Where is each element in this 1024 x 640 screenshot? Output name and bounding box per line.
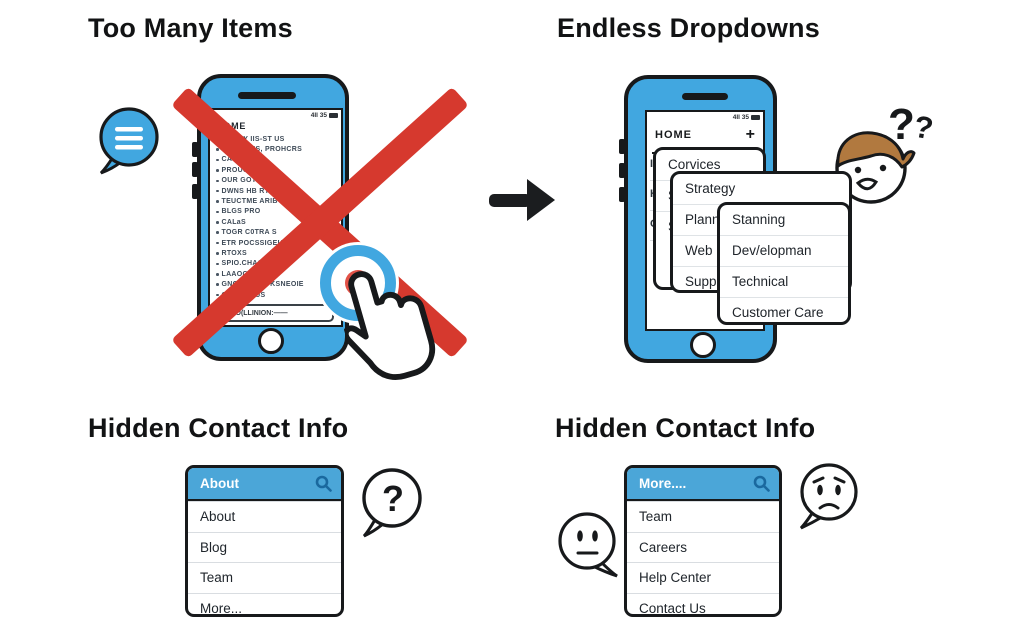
menu-header: HOME	[655, 129, 692, 141]
menu-item[interactable]: LAAOGRS	[214, 269, 338, 279]
menu-item[interactable]: ABGUY IIS-ST US	[214, 134, 338, 144]
menu-item[interactable]: SPIO.CHAGRS	[214, 259, 338, 269]
menu-item[interactable]: OUR GOTSEIOR	[214, 176, 338, 186]
menu-item[interactable]: BLGS PRO	[214, 207, 338, 217]
phone-side-button	[192, 162, 198, 177]
menu-item[interactable]: TEUCTME ARIBY	[214, 196, 338, 206]
worried-face-bubble	[799, 463, 858, 530]
dropdown-item[interactable]: Technical	[720, 266, 848, 297]
status-bar: 4Il 35	[311, 112, 338, 119]
section-title-too-many-items: Too Many Items	[88, 13, 293, 43]
battery-icon	[329, 113, 338, 118]
dropdown-item[interactable]: Dev/elopman	[720, 235, 848, 266]
question-mark: ?	[888, 100, 915, 149]
dropdown-item[interactable]: Stanning	[732, 212, 786, 227]
phone-side-button	[192, 142, 198, 157]
status-text: 4Il 35	[310, 112, 327, 119]
arrow-right-icon	[489, 179, 555, 221]
hair	[836, 131, 916, 169]
search-icon[interactable]	[315, 475, 332, 492]
menu-row[interactable]: Contact Us	[627, 592, 779, 614]
section-title-hidden-contact-right: Hidden Contact Info	[555, 413, 816, 443]
dropdown-item[interactable]: Customer Care	[720, 297, 848, 322]
expand-plus-button[interactable]: +	[745, 126, 755, 143]
status-bar: 4Il 35	[733, 114, 760, 121]
confused-face	[835, 131, 916, 204]
phone-side-button	[619, 163, 625, 178]
menu-item[interactable]: ETR POCSSIGEU	[214, 238, 338, 248]
neutral-face-bubble	[558, 512, 618, 578]
dropdown-menu-about: About About Blog Team More...	[185, 465, 344, 617]
phone-side-button	[619, 139, 625, 154]
dropdown-menu-more: More.... Team Careers Help Center Contac…	[624, 465, 782, 617]
menu-item[interactable]: DWNS HB RTERY	[214, 186, 338, 196]
menu-item[interactable]: CALaS	[214, 217, 338, 227]
phone-side-button	[619, 187, 625, 202]
dropdown-item[interactable]: Strategy	[685, 181, 736, 196]
home-button[interactable]	[258, 328, 284, 354]
dropdown-item[interactable]: Corvices	[668, 157, 721, 172]
menu-row[interactable]: About	[188, 501, 341, 532]
phone-speaker	[682, 93, 728, 100]
home-button[interactable]	[690, 332, 716, 358]
hamburger-menu-bubble	[99, 107, 159, 175]
menu-row[interactable]: Team	[188, 562, 341, 593]
status-text: 4Il 35	[732, 114, 749, 121]
menu-row[interactable]: Help Center	[627, 562, 779, 593]
partial-menu-item: I	[650, 158, 654, 170]
question-mark: ?	[382, 478, 404, 519]
menu-item[interactable]: OCONT ES, PROHCRS	[214, 144, 338, 154]
dropdown-header-label[interactable]: About	[200, 476, 239, 491]
hand-cursor-icon	[342, 271, 436, 381]
section-title-endless-dropdowns: Endless Dropdowns	[557, 13, 820, 43]
menu-row[interactable]: Blog	[188, 531, 341, 563]
dropdown-header-label[interactable]: More....	[639, 476, 687, 491]
menu-row[interactable]: Team	[627, 501, 779, 532]
search-icon[interactable]	[753, 475, 770, 492]
dropdown-panel-level3: Stanning Dev/elopman Technical Customer …	[717, 202, 851, 325]
menu-item[interactable]: TOGR C0TRA S	[214, 228, 338, 238]
section-title-hidden-contact-left: Hidden Contact Info	[88, 413, 349, 443]
menu-row[interactable]: More...	[188, 592, 341, 614]
menu-item[interactable]: RTOXS	[214, 248, 338, 258]
phone-speaker	[238, 92, 296, 99]
battery-icon	[751, 115, 760, 120]
phone-side-button	[192, 184, 198, 199]
menu-row[interactable]: Careers	[627, 531, 779, 563]
question-bubble	[362, 468, 422, 538]
hamburger-menu-icon	[115, 127, 143, 150]
menu-item[interactable]: PROUCTS	[214, 165, 338, 175]
